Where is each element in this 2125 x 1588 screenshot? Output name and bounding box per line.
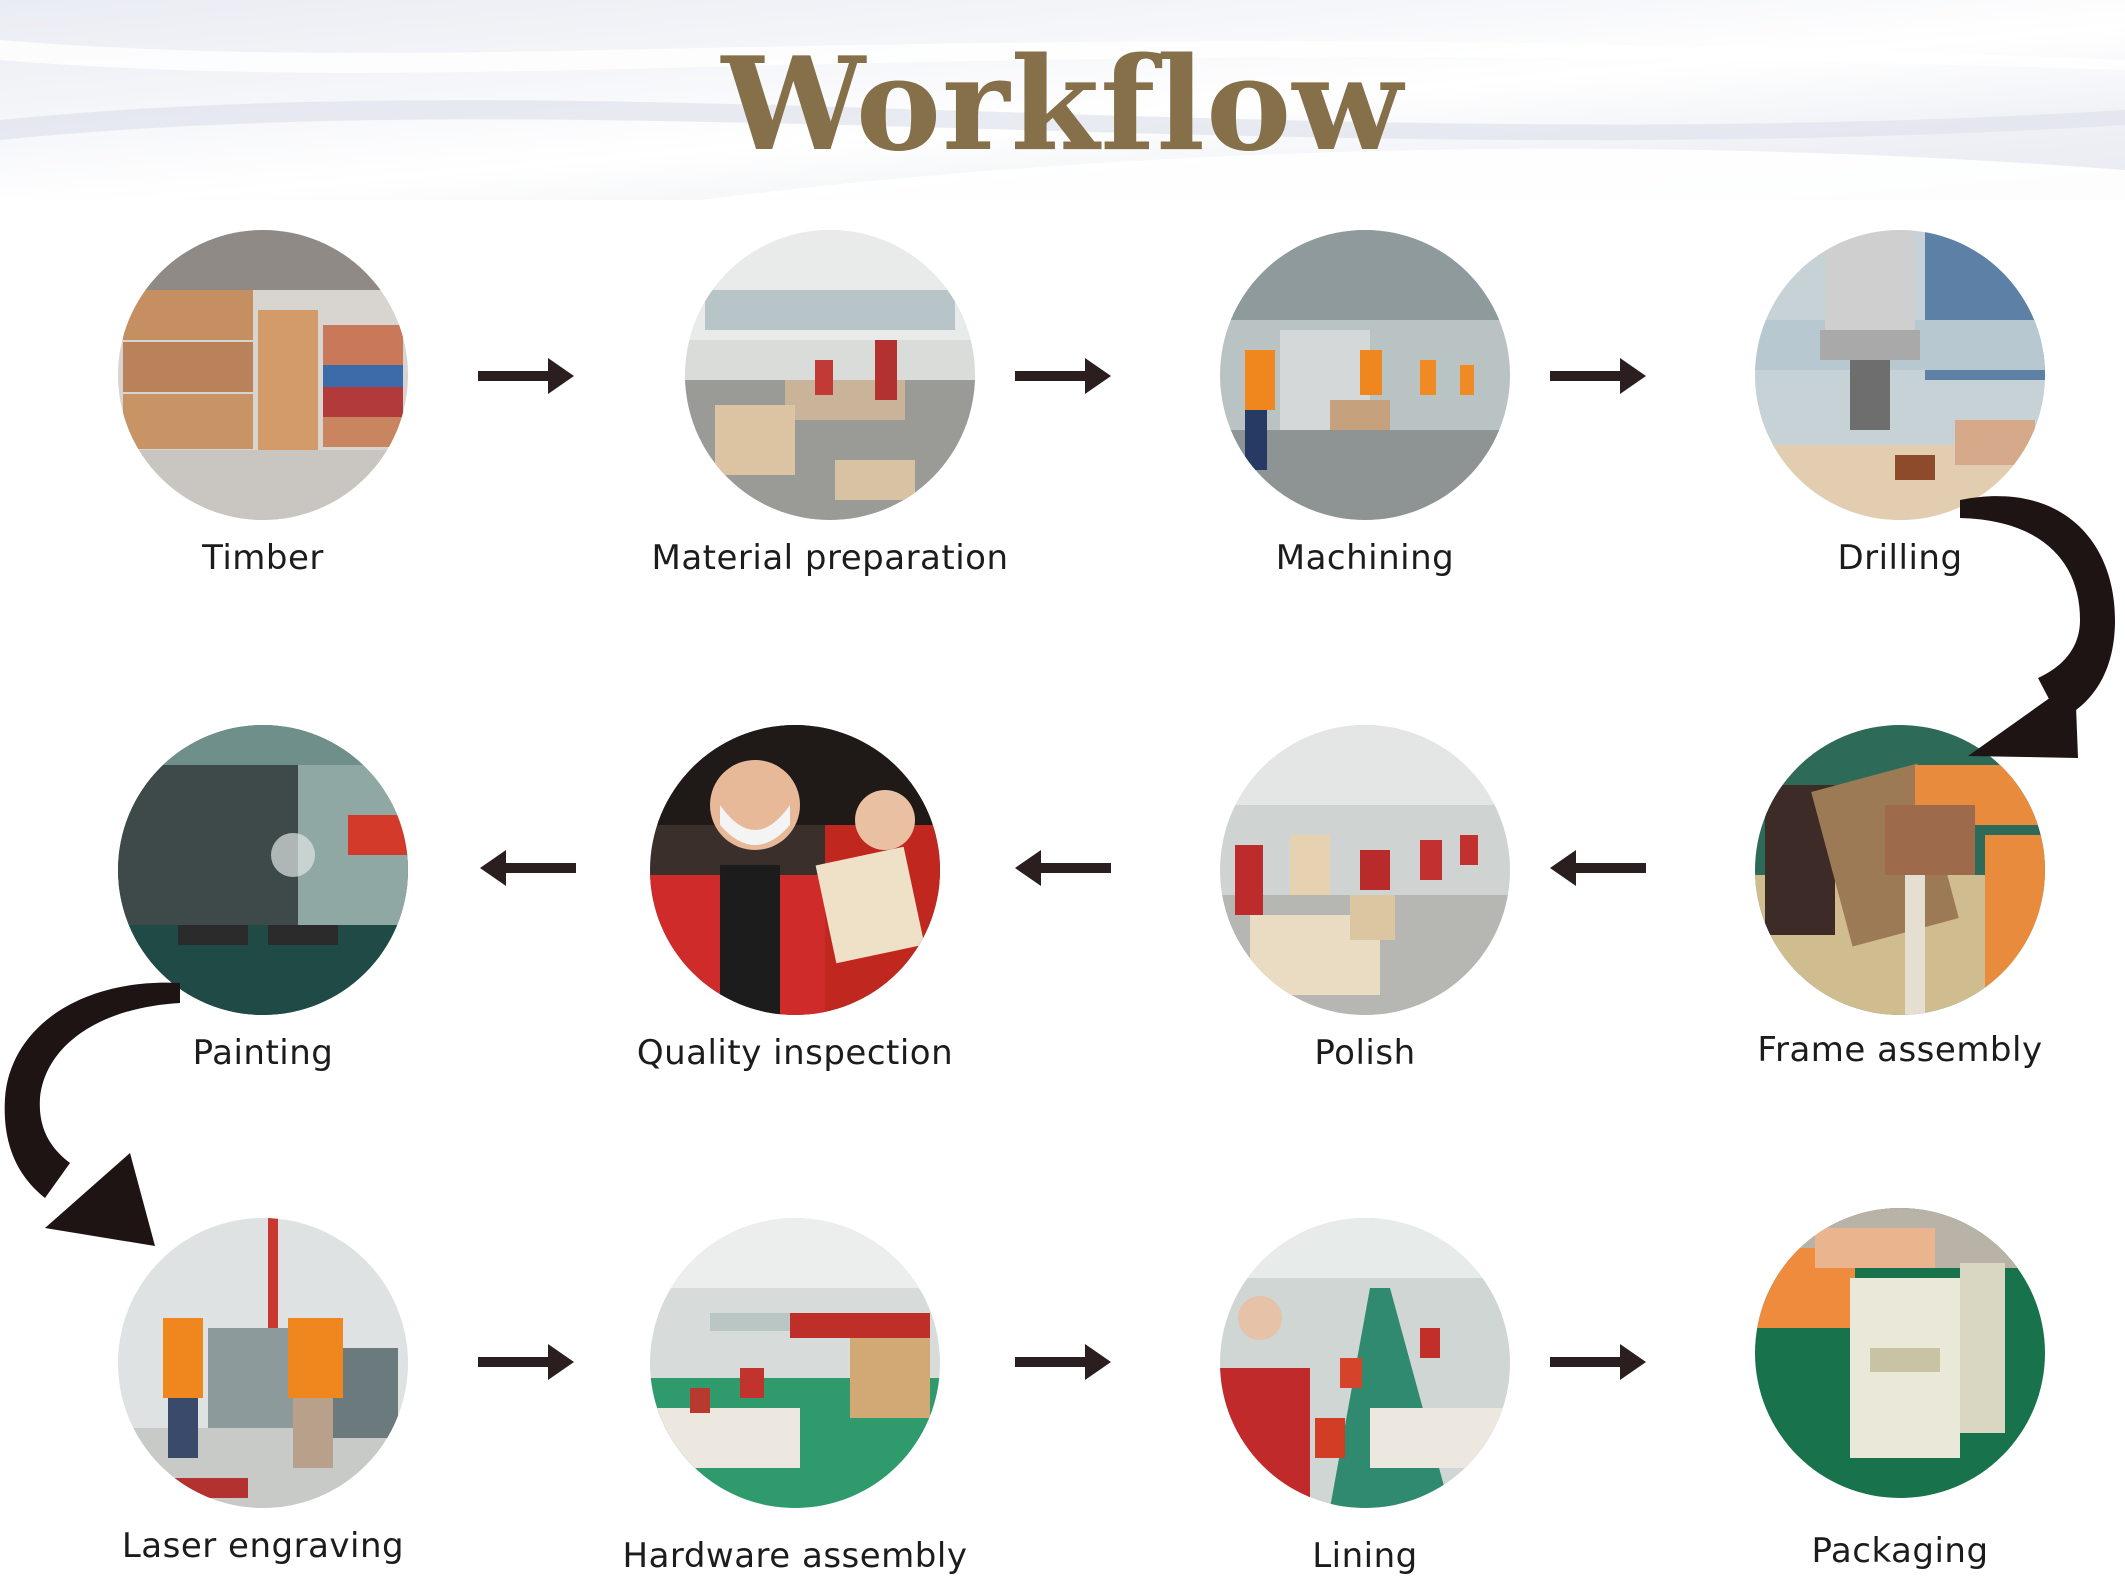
workshop-photo [685, 230, 975, 520]
arrow-left-icon [1015, 850, 1111, 886]
arrow-right-icon [478, 358, 574, 394]
polish-line-photo [1220, 725, 1510, 1015]
step-label: Laser engraving [121, 1526, 405, 1566]
machine-hall-photo [1220, 230, 1510, 520]
step-label: Machining [1275, 538, 1455, 578]
packaging-box-photo [1755, 1208, 2045, 1498]
arrow-right-icon [1015, 1344, 1111, 1380]
curved-arrow-down-icon [1960, 496, 2115, 758]
step-label: Material preparation [651, 538, 1009, 578]
spray-booth-photo [118, 725, 408, 1015]
arrow-right-icon [1015, 358, 1111, 394]
step-label: Quality inspection [636, 1033, 954, 1073]
step-label: Painting [192, 1033, 334, 1073]
arrow-right-icon [1550, 358, 1646, 394]
step-label: Hardware assembly [622, 1536, 968, 1576]
header-banner: Workflow [0, 0, 2125, 200]
conveyor-line-photo [1220, 1218, 1510, 1508]
timber-photo [118, 230, 408, 520]
step-label: Timber [202, 538, 324, 578]
banner-swoosh [0, 40, 2125, 200]
arrow-left-icon [480, 850, 576, 886]
assembly-hall-photo [650, 1218, 940, 1508]
curved-arrow-down-icon [4, 982, 180, 1246]
arrow-left-icon [1550, 850, 1646, 886]
step-label: Packaging [1811, 1531, 1989, 1571]
page-title: Workflow [721, 30, 1404, 180]
arrow-right-icon [1550, 1344, 1646, 1380]
step-label: Frame assembly [1757, 1030, 2043, 1070]
drill-closeup-photo [1755, 230, 2045, 520]
laser-machines-photo [118, 1218, 408, 1508]
inspector-photo [650, 725, 940, 1015]
step-label: Drilling [1837, 538, 1963, 578]
step-label: Lining [1312, 1536, 1418, 1576]
step-label: Polish [1314, 1033, 1416, 1073]
arrow-right-icon [478, 1344, 574, 1380]
hands-assembly-photo [1755, 725, 2045, 1015]
